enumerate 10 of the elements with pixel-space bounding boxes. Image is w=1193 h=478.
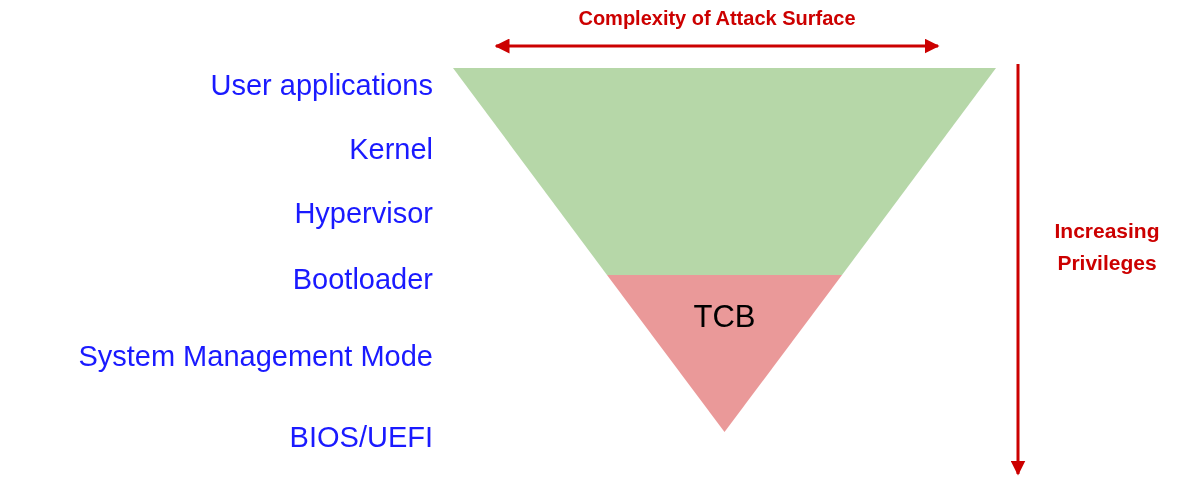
layer-label: Bootloader [292,262,433,296]
axis-label: Increasing Privileges [1053,217,1161,276]
layer-label: User applications [210,68,433,102]
node-label: TCB [693,299,756,335]
axis-label: Complexity of Attack Surface [577,6,857,31]
tcb-triangle [607,275,842,432]
layer-label: Kernel [349,132,433,166]
layer-label: Hypervisor [294,196,433,230]
layer-label: BIOS/UEFI [289,420,433,454]
layer-label: System Management Mode [78,339,433,373]
